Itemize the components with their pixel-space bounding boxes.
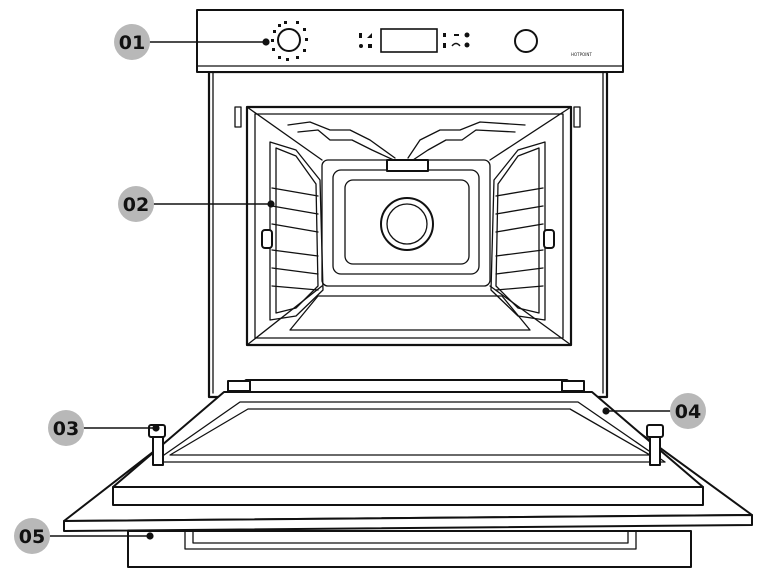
oven-cavity bbox=[234, 105, 581, 347]
callout-05-label: 05 bbox=[19, 526, 45, 548]
callout-03: 03 bbox=[48, 410, 160, 446]
thermometer-icon bbox=[359, 33, 362, 38]
callout-01-label: 01 bbox=[119, 32, 145, 54]
button-icon[interactable] bbox=[359, 44, 363, 48]
timer-icon[interactable] bbox=[451, 42, 461, 47]
callout-02: 02 bbox=[118, 186, 275, 222]
ramp-icon bbox=[367, 33, 372, 38]
lock-icon[interactable] bbox=[443, 43, 446, 48]
callout-01: 01 bbox=[114, 24, 270, 60]
right-shelf-guide bbox=[490, 141, 555, 321]
temperature-knob[interactable] bbox=[514, 29, 538, 53]
oven-door[interactable] bbox=[63, 379, 753, 532]
start-icon[interactable] bbox=[464, 42, 470, 48]
function-selector-knob[interactable] bbox=[271, 21, 308, 61]
left-button-group bbox=[359, 33, 372, 48]
top-heating-element bbox=[287, 121, 526, 172]
convection-fan bbox=[380, 197, 434, 251]
display-screen bbox=[380, 28, 438, 53]
right-hinge bbox=[646, 424, 664, 466]
callout-05: 05 bbox=[14, 518, 154, 554]
left-shelf-guide bbox=[261, 141, 324, 321]
stop-icon[interactable] bbox=[368, 44, 372, 48]
brand-logo: HOTPOINT bbox=[571, 52, 592, 57]
storage-drawer[interactable] bbox=[127, 530, 692, 568]
control-panel: HOTPOINT bbox=[196, 9, 624, 73]
callout-04: 04 bbox=[602, 393, 706, 429]
bulb-icon[interactable] bbox=[443, 33, 446, 37]
callout-04-label: 04 bbox=[675, 401, 701, 423]
callout-03-label: 03 bbox=[53, 418, 79, 440]
right-button-group bbox=[443, 32, 470, 48]
settings-icon[interactable] bbox=[464, 32, 470, 38]
minus-icon[interactable] bbox=[454, 34, 459, 36]
callout-02-label: 02 bbox=[123, 194, 149, 216]
function-symbols bbox=[271, 21, 308, 61]
